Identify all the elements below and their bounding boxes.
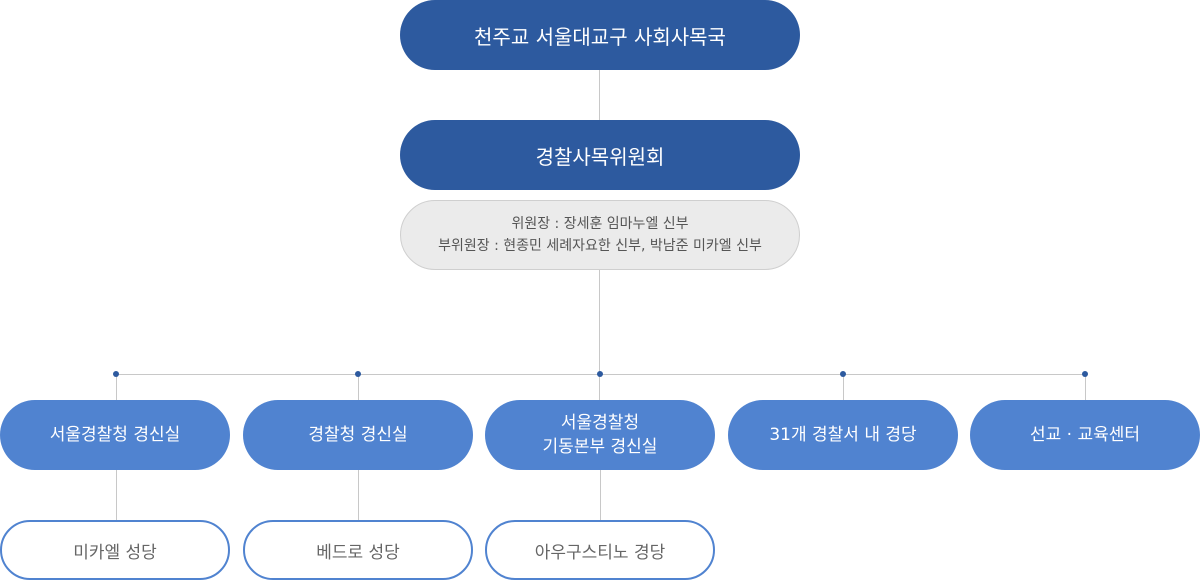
- connector-v5: [1085, 374, 1086, 400]
- node-dot: [840, 371, 846, 377]
- committee-label: 경찰사목위원회: [535, 144, 665, 169]
- child-node: 베드로 성당: [243, 520, 473, 580]
- branch-label: 경찰청 경신실: [308, 425, 408, 445]
- connector-child1: [116, 470, 117, 520]
- connector-child3: [600, 470, 601, 520]
- connector-root: [599, 70, 600, 120]
- root-node: 천주교 서울대교구 사회사목국: [400, 0, 800, 70]
- branch-node: 31개 경찰서 내 경당: [728, 400, 958, 470]
- branch-node: 서울경찰청 경신실: [0, 400, 230, 470]
- branch-node: 경찰청 경신실: [243, 400, 473, 470]
- node-dot: [113, 371, 119, 377]
- connector-trunk: [599, 270, 600, 400]
- connector-v4: [843, 374, 844, 400]
- node-dot: [597, 371, 603, 377]
- child-label: 베드로 성당: [316, 542, 400, 563]
- connector-v1: [116, 374, 117, 400]
- branch-label-line2: 기동본부 경신실: [542, 437, 658, 457]
- branch-label: 서울경찰청: [560, 413, 640, 433]
- officers-node: 위원장 : 장세훈 임마누엘 신부 부위원장 : 현종민 세례자요한 신부, 박…: [400, 200, 800, 270]
- chair-text: 위원장 : 장세훈 임마누엘 신부: [511, 216, 689, 232]
- branch-node: 선교 · 교육센터: [970, 400, 1200, 470]
- connector-child2: [358, 470, 359, 520]
- child-node: 미카엘 성당: [0, 520, 230, 580]
- branch-label: 31개 경찰서 내 경당: [769, 425, 917, 445]
- branch-label: 서울경찰청 경신실: [49, 425, 181, 445]
- node-dot: [1082, 371, 1088, 377]
- child-label: 미카엘 성당: [73, 542, 157, 563]
- child-node: 아우구스티노 경당: [485, 520, 715, 580]
- connector-v2: [358, 374, 359, 400]
- vice-chairs-text: 부위원장 : 현종민 세례자요한 신부, 박남준 미카엘 신부: [438, 238, 762, 254]
- branch-label: 선교 · 교육센터: [1029, 425, 1141, 445]
- child-label: 아우구스티노 경당: [534, 542, 666, 563]
- committee-node: 경찰사목위원회: [400, 120, 800, 190]
- node-dot: [355, 371, 361, 377]
- root-label: 천주교 서울대교구 사회사목국: [474, 24, 726, 49]
